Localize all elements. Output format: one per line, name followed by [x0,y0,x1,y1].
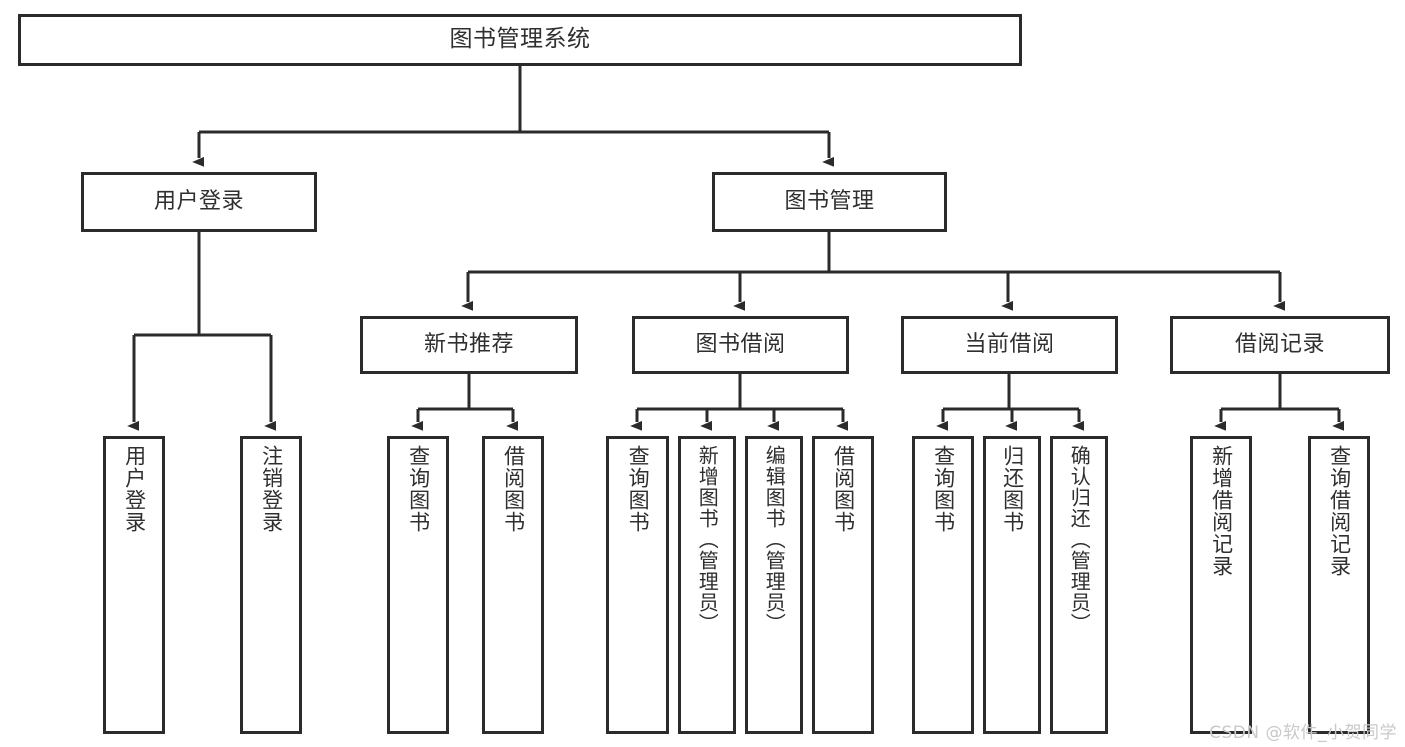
node-leaf-6[interactable]: 新增图书（管理员） [678,436,736,734]
node-leaf-10[interactable]: 归还图书 [983,436,1041,734]
node-level2-2[interactable]: 图书管理 [712,172,947,232]
node-leaf-9-label: 查询图书 [931,445,956,533]
node-level3-4-label: 借阅记录 [1234,332,1325,358]
node-level3-2[interactable]: 图书借阅 [632,316,849,374]
node-leaf-13[interactable]: 查询借阅记录 [1308,436,1370,734]
node-leaf-8-label: 借阅图书 [831,445,856,533]
node-leaf-3-label: 查询图书 [406,445,431,533]
node-leaf-7-label: 编辑图书（管理员） [762,445,787,634]
node-level2-1[interactable]: 用户登录 [81,172,317,232]
node-level3-4[interactable]: 借阅记录 [1170,316,1390,374]
node-leaf-13-label: 查询借阅记录 [1327,445,1352,577]
node-level3-3[interactable]: 当前借阅 [901,316,1118,374]
node-leaf-3[interactable]: 查询图书 [387,436,449,734]
node-leaf-2[interactable]: 注销登录 [240,436,302,734]
node-leaf-8[interactable]: 借阅图书 [812,436,874,734]
node-leaf-5-label: 查询图书 [626,445,651,533]
node-leaf-1[interactable]: 用户登录 [103,436,165,734]
node-root[interactable]: 图书管理系统 [18,14,1022,66]
node-leaf-1-label: 用户登录 [122,445,147,533]
node-leaf-10-label: 归还图书 [1000,445,1025,533]
node-leaf-11-label: 确认归还（管理员） [1067,445,1092,634]
node-level2-1-label: 用户登录 [153,189,244,215]
watermark-text: CSDN @软件_小贺同学 [1209,723,1397,743]
node-leaf-11[interactable]: 确认归还（管理员） [1050,436,1108,734]
node-level3-1-label: 新书推荐 [423,332,514,358]
node-root-label: 图书管理系统 [449,26,591,53]
node-level3-2-label: 图书借阅 [695,332,786,358]
node-level2-2-label: 图书管理 [784,189,875,215]
node-leaf-4-label: 借阅图书 [501,445,526,533]
node-leaf-9[interactable]: 查询图书 [912,436,974,734]
node-level3-1[interactable]: 新书推荐 [360,316,578,374]
node-leaf-4[interactable]: 借阅图书 [482,436,544,734]
node-leaf-6-label: 新增图书（管理员） [695,445,720,634]
node-level3-3-label: 当前借阅 [964,332,1055,358]
node-leaf-2-label: 注销登录 [259,445,284,533]
node-leaf-7[interactable]: 编辑图书（管理员） [745,436,803,734]
node-leaf-12-label: 新增借阅记录 [1209,445,1234,577]
node-leaf-12[interactable]: 新增借阅记录 [1190,436,1252,734]
node-leaf-5[interactable]: 查询图书 [606,436,669,734]
